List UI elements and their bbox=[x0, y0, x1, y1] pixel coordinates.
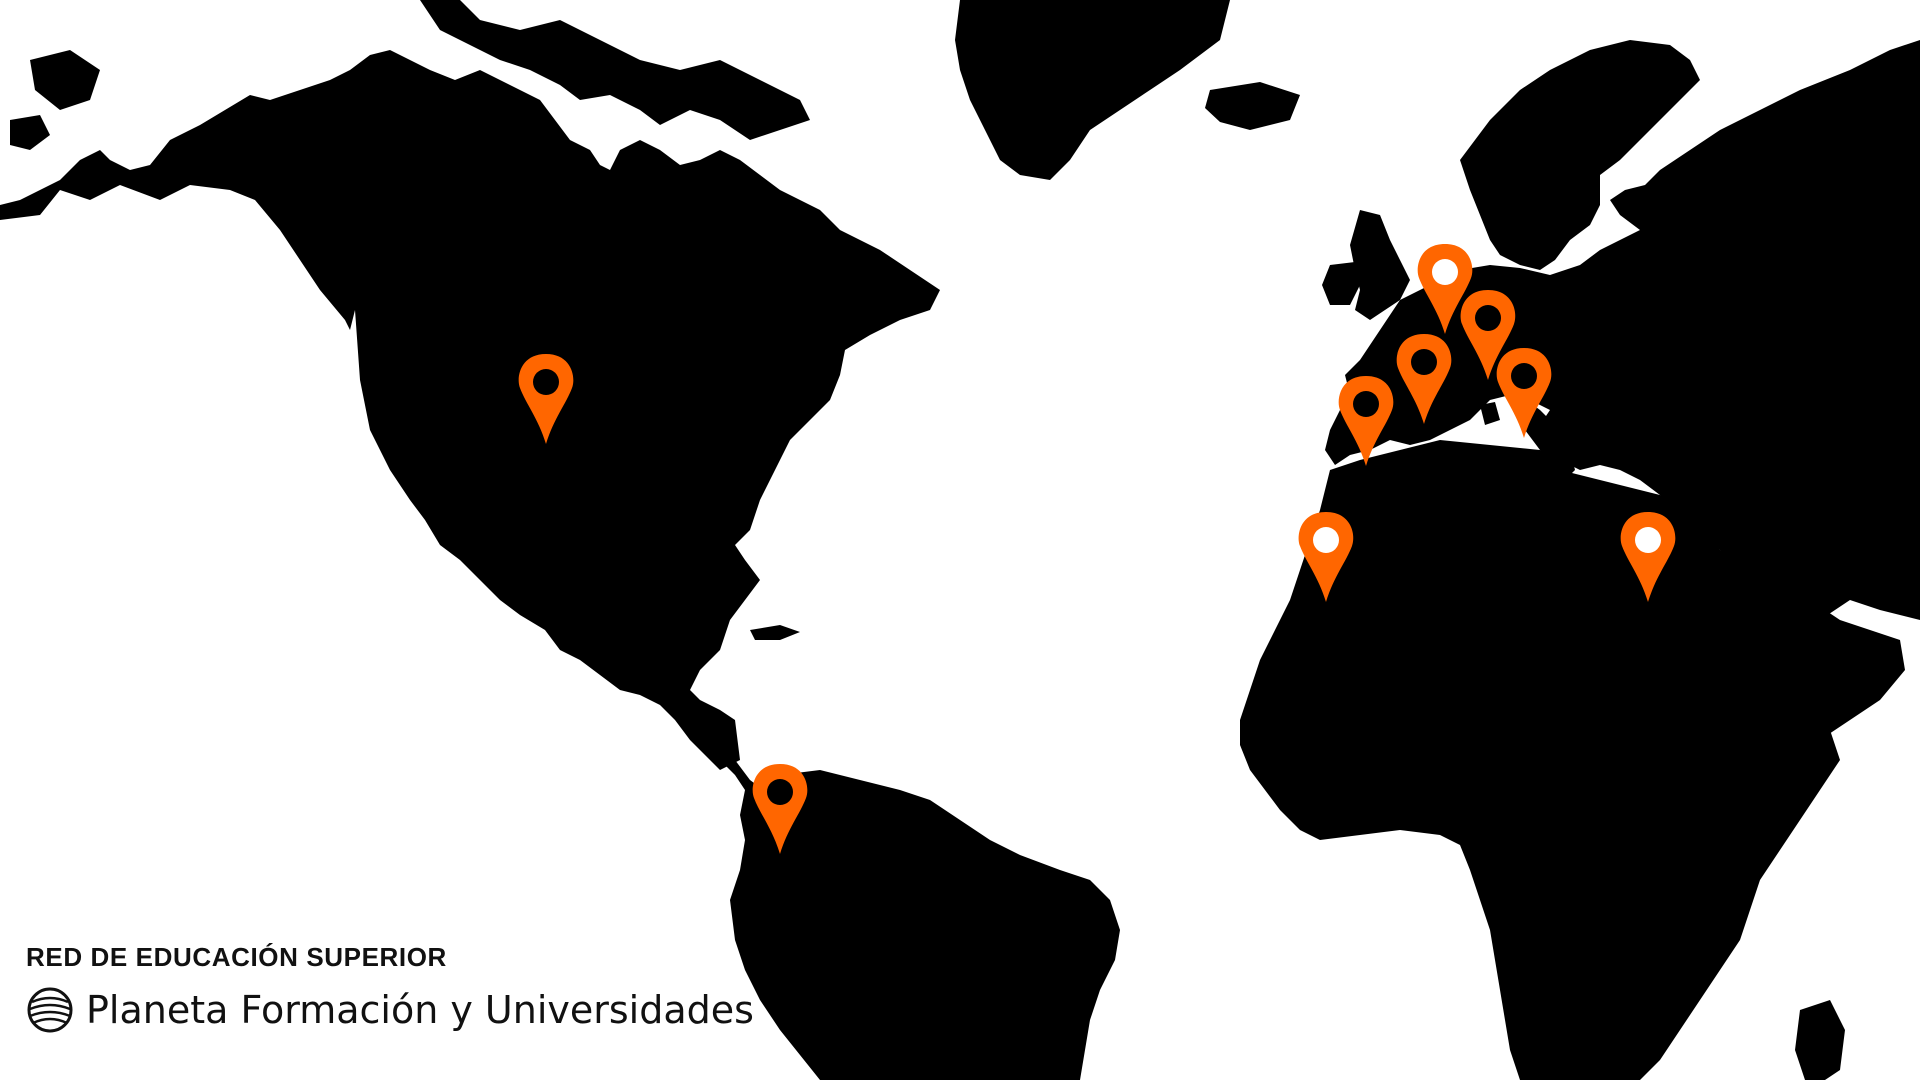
marker-center bbox=[1635, 527, 1661, 553]
map-pin-icon bbox=[1496, 348, 1552, 438]
north-america-landmass bbox=[0, 50, 940, 770]
marker-spain bbox=[1338, 376, 1394, 466]
marker-center bbox=[1353, 391, 1379, 417]
eurasia-landmass bbox=[1325, 40, 1920, 650]
map-pin-icon bbox=[518, 354, 574, 444]
marker-center bbox=[1475, 305, 1501, 331]
map-pin-icon bbox=[1460, 290, 1516, 380]
brand-name: Planeta Formación y Universidades bbox=[86, 988, 754, 1032]
map-pin-icon bbox=[1338, 376, 1394, 466]
ireland-landmass bbox=[1322, 262, 1360, 305]
south-america-landmass bbox=[730, 770, 1120, 1080]
marker-north-america bbox=[518, 354, 574, 444]
british-isles-landmass bbox=[1350, 210, 1410, 320]
map-pin-icon bbox=[752, 764, 808, 854]
brand-row: Planeta Formación y Universidades bbox=[26, 986, 754, 1034]
marker-center bbox=[533, 369, 559, 395]
marker-colombia bbox=[752, 764, 808, 854]
greenland-landmass bbox=[955, 0, 1230, 180]
marker-center bbox=[1511, 363, 1537, 389]
central-america-landmass bbox=[640, 695, 770, 800]
globe-lines-icon bbox=[27, 987, 73, 1033]
arctic-islands bbox=[420, 0, 810, 140]
marker-center bbox=[1313, 527, 1339, 553]
arabia-landmass bbox=[1700, 540, 1905, 750]
marker-united-kingdom bbox=[1417, 244, 1473, 334]
map-pin-icon bbox=[1620, 512, 1676, 602]
location-markers bbox=[518, 244, 1676, 854]
marker-center bbox=[1411, 349, 1437, 375]
map-pin-icon bbox=[1417, 244, 1473, 334]
marker-center bbox=[767, 779, 793, 805]
marker-center bbox=[1432, 259, 1458, 285]
marker-italy bbox=[1496, 348, 1552, 438]
marker-france bbox=[1396, 334, 1452, 424]
brand-kicker: RED DE EDUCACIÓN SUPERIOR bbox=[26, 942, 447, 972]
africa-landmass bbox=[1240, 440, 1840, 1080]
brand-block: RED DE EDUCACIÓN SUPERIOR Planeta Formac… bbox=[26, 940, 754, 1034]
map-pin-icon bbox=[1298, 512, 1354, 602]
marker-morocco bbox=[1298, 512, 1354, 602]
map-pin-icon bbox=[1396, 334, 1452, 424]
marker-germany bbox=[1460, 290, 1516, 380]
scandinavia-landmass bbox=[1460, 40, 1700, 270]
madagascar-landmass bbox=[1795, 1000, 1845, 1080]
marker-egypt bbox=[1620, 512, 1676, 602]
iceland-landmass bbox=[1205, 82, 1300, 130]
